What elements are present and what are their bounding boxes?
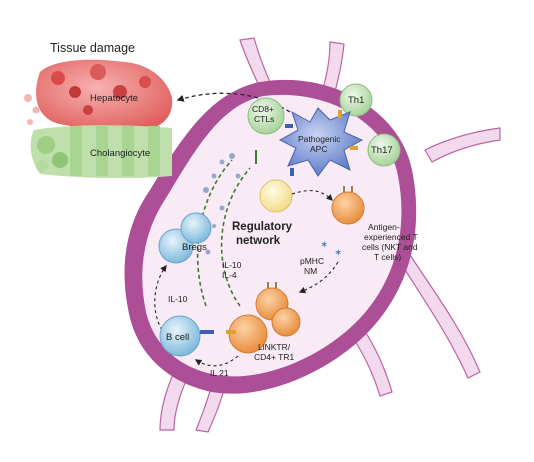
antigen-label-3: cells (NKT and xyxy=(362,242,418,252)
pmhc-label-2: NM xyxy=(304,266,317,276)
apc-label-1: Pathogenic xyxy=(298,134,341,144)
pathogenic-apc-cell: Pathogenic APC xyxy=(278,107,364,177)
hepatocyte-cluster xyxy=(24,59,173,131)
arrow-to-tr1 xyxy=(298,261,339,294)
pmhc-nm-molecules: pMHC NM ✶ ✶ xyxy=(300,240,342,276)
cd8-label-1: CD8+ xyxy=(252,104,274,114)
tissue-damage-title: Tissue damage xyxy=(50,41,135,55)
linktr-label-2: CD4+ TR1 xyxy=(254,352,295,362)
b-cell: B cell xyxy=(159,315,214,357)
regulatory-network-label-1: Regulatory xyxy=(232,221,293,233)
cholangiocyte-cluster xyxy=(30,125,172,179)
il10-il4-label-1: IL-10 xyxy=(222,260,242,270)
naive-t-cell xyxy=(259,179,293,213)
apc-label-2: APC xyxy=(310,144,327,154)
antigen-label-2: experienced T xyxy=(364,232,418,242)
nanoparticle-icon-1: ✶ xyxy=(320,240,328,251)
cd8-label-2: CTLs xyxy=(254,114,274,124)
cholangiocyte-label: Cholangiocyte xyxy=(90,148,150,159)
th1-label: Th1 xyxy=(348,95,364,106)
tissue-damage-group: Tissue damage Hepatocyte Cholangiocy xyxy=(24,41,173,179)
arrow-to-tissue xyxy=(176,92,291,113)
th17-label: Th17 xyxy=(371,145,393,156)
th1-cell: Th1 xyxy=(339,83,373,117)
linktr-label-1: LiNKTR/ xyxy=(258,342,291,352)
antigen-label-4: T cells) xyxy=(374,252,401,262)
th17-cell: Th17 xyxy=(367,133,401,167)
antigen-experienced-t-cell: Antigen- experienced T cells (NKT and T … xyxy=(331,186,418,262)
inhibition-arc-2 xyxy=(220,167,251,307)
bcell-label: B cell xyxy=(166,332,189,343)
il10-label: IL-10 xyxy=(168,294,188,304)
cd8-ctl-cell: CD8+ CTLs xyxy=(247,97,285,135)
regulatory-network-label-2: network xyxy=(236,235,281,247)
linktr-tr1-cells: LiNKTR/ CD4+ TR1 xyxy=(226,282,301,362)
antigen-label-1: Antigen- xyxy=(368,222,400,232)
breg-cells: Bregs xyxy=(158,212,212,264)
hepatocyte-label: Hepatocyte xyxy=(90,93,138,104)
nanoparticle-icon-2: ✶ xyxy=(334,248,342,259)
cytokine-dots xyxy=(203,153,241,255)
arrow-to-bregs xyxy=(154,264,167,331)
lymph-node-inner xyxy=(142,94,402,377)
bregs-label: Bregs xyxy=(182,242,207,253)
pmhc-label-1: pMHC xyxy=(300,256,324,266)
il10-il4-label-2: IL-4 xyxy=(222,270,237,280)
inhibition-arc-1 xyxy=(196,159,233,307)
il21-label: IL 21 xyxy=(210,368,229,378)
